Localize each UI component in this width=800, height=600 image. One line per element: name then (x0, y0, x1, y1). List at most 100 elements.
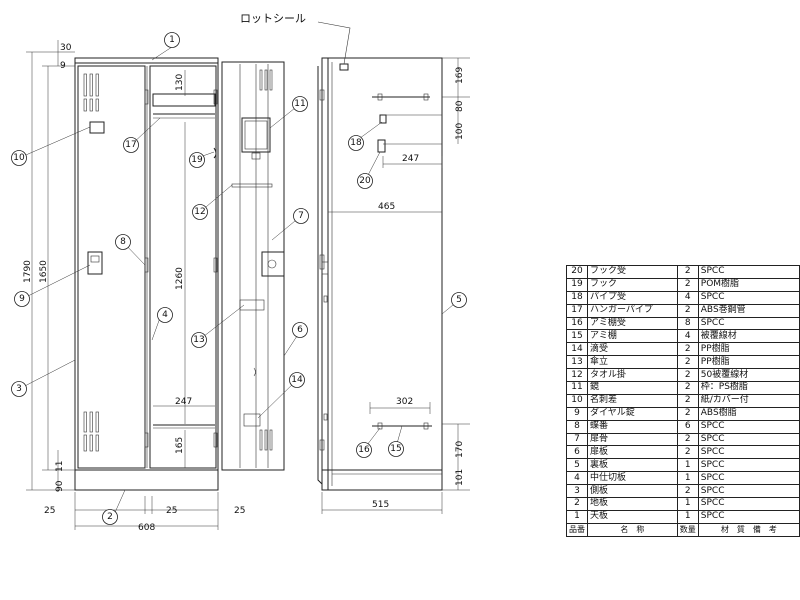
part-qty: 6 (676, 419, 699, 434)
dim-side-169: 169 (455, 67, 465, 84)
part-qty: 4 (676, 290, 699, 305)
hinge-3 (144, 432, 149, 448)
part-material: 50被覆線材 (697, 368, 800, 383)
side-bottom-shelf-bracket-2 (423, 422, 429, 430)
side-hinge-3 (319, 439, 325, 451)
balloon-14: 14 (289, 372, 305, 388)
svg-text:13: 13 (193, 335, 204, 345)
umbrella-stand (239, 299, 265, 311)
part-name: 傘立 (587, 355, 678, 370)
svg-text:14: 14 (291, 375, 303, 385)
part-name: 扉板 (587, 445, 678, 460)
part-name: ハンガーパイプ (587, 303, 678, 318)
lot-seal-leader (317, 21, 351, 65)
hook (213, 147, 217, 159)
balloon-10: 10 (11, 150, 27, 166)
part-qty: 2 (676, 445, 699, 460)
balloon-5: 5 (451, 292, 467, 308)
dim-side-80: 80 (455, 100, 465, 112)
part-no: 20 (566, 265, 588, 279)
balloon-1: 1 (164, 32, 180, 48)
front-view (74, 57, 219, 491)
dim-bottom-11: 11 (55, 461, 65, 472)
part-no: 14 (566, 342, 588, 357)
part-qty: 8 (676, 316, 699, 331)
part-material: SPCC (697, 419, 800, 434)
part-no: 7 (566, 432, 588, 447)
balloon-2: 2 (102, 509, 118, 525)
part-name: アミ棚受 (587, 316, 678, 331)
part-material: ABS樹脂 (697, 406, 800, 421)
part-qty: 2 (676, 393, 699, 408)
svg-text:18: 18 (350, 138, 362, 148)
side-mark-2 (323, 413, 328, 421)
dim-top-9: 9 (60, 61, 66, 71)
part-material: 紙/カバー付 (697, 393, 800, 408)
dim-side-101: 101 (455, 469, 465, 486)
part-no: 6 (566, 445, 588, 460)
balloon-4: 4 (157, 307, 173, 323)
side-hinge-1 (319, 89, 325, 101)
part-qty: 2 (676, 406, 699, 421)
svg-text:20: 20 (359, 176, 371, 186)
balloon-6: 6 (292, 322, 308, 338)
front-dimensions (26, 40, 219, 530)
table-header-row: 品番名 称数量材 質 備 考 (566, 522, 800, 537)
part-name: 滴受 (587, 342, 678, 357)
part-name: タオル掛 (587, 368, 678, 383)
vent-slots-top (83, 73, 99, 112)
side-top-shelf-bracket-1 (377, 93, 383, 101)
dial-lock (87, 251, 103, 275)
part-name: フック受 (587, 265, 678, 279)
part-no: 17 (566, 303, 588, 318)
side-bottom-shelf-bracket-1 (377, 422, 383, 430)
part-no: 2 (566, 497, 588, 511)
part-material: PP樹脂 (697, 342, 800, 357)
part-no: 1 (566, 509, 588, 524)
part-qty: 1 (676, 497, 699, 511)
part-material: SPCC (697, 265, 800, 279)
dim-width-25-left: 25 (44, 506, 55, 516)
balloon-12: 12 (192, 204, 208, 220)
part-qty: 2 (676, 265, 699, 279)
svg-text:15: 15 (390, 444, 401, 454)
hinge-5 (213, 257, 218, 273)
part-qty: 2 (676, 381, 699, 395)
header-qty: 数量 (676, 522, 699, 537)
svg-text:3: 3 (16, 384, 22, 394)
svg-text:12: 12 (194, 207, 205, 217)
hinge-1 (144, 89, 149, 105)
part-qty: 2 (676, 432, 699, 447)
dim-bottom-90: 90 (55, 480, 65, 492)
part-qty: 2 (676, 303, 699, 318)
part-material: SPCC (697, 432, 800, 447)
part-balloons: 1 2 3 4 5 6 7 8 9 10 11 12 13 14 15 16 1… (11, 32, 467, 525)
svg-text:11: 11 (294, 99, 305, 109)
balloon-18: 18 (348, 135, 364, 151)
svg-text:10: 10 (13, 153, 25, 163)
svg-text:19: 19 (191, 155, 203, 165)
svg-text:6: 6 (297, 325, 303, 335)
balloon-19: 19 (189, 152, 205, 168)
part-no: 11 (566, 381, 588, 395)
lot-seal-label: ロットシール (240, 12, 306, 25)
part-no: 19 (566, 277, 588, 292)
part-material: SPCC (697, 316, 800, 331)
part-name: 鏡 (587, 381, 678, 395)
hook-holder (377, 139, 386, 153)
part-name: フック (587, 277, 678, 292)
balloon-13: 13 (191, 332, 207, 348)
svg-text:16: 16 (358, 445, 370, 455)
balloon-17: 17 (123, 137, 139, 153)
